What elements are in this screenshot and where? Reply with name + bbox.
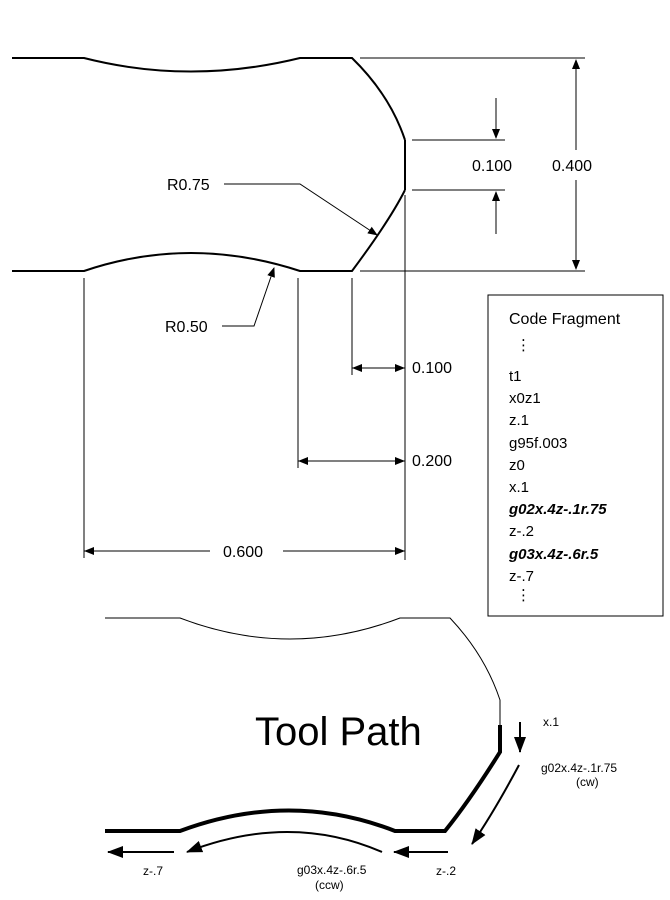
leader-r075: R0.75 [167,177,378,236]
part-bottom-contour [12,189,406,272]
code-line: z-.2 [509,523,534,540]
r075-label: R0.75 [167,177,210,194]
code-ellipsis-bottom: ⋮ [516,587,531,604]
dim-0200-label: 0.200 [412,453,452,470]
code-line: g02x.4z-.1r.75 [508,501,607,518]
r050-label: R0.50 [165,319,208,336]
code-line: z0 [509,457,525,474]
arrow-g02 [471,764,520,845]
label-x1: x.1 [543,715,559,729]
dim-0100-vertical: 0.100 [472,98,512,234]
label-cw: (cw) [576,775,599,789]
dim-0600-label: 0.600 [223,544,263,561]
dim-0100-horizontal-label: 0.100 [412,360,452,377]
leader-r050: R0.50 [165,267,275,336]
toolpath-part-outline [105,617,501,725]
label-ccw: (ccw) [315,878,344,892]
label-z2: z-.2 [436,864,456,878]
code-line: z.1 [509,412,529,429]
toolpath-line [105,725,502,833]
tool-path-title: Tool Path [255,710,422,754]
arrow-g03 [186,831,383,853]
code-fragment-title: Code Fragment [509,311,621,328]
code-line: g03x.4z-.6r.5 [508,546,599,563]
code-line: t1 [509,368,522,385]
part-top-contour [12,57,406,141]
code-lines: t1 x0z1 z.1 g95f.003 z0 x.1 g02x.4z-.1r.75 z-.2… [508,368,607,585]
code-fragment-box: Code Fragment ⋮ t1 x0z1 z.1 g95f.003 z0 x.1 g0… [487,294,664,617]
extension-lines [83,57,585,560]
code-line: g95f.003 [509,435,567,452]
tool-path-diagram: Tool Path x.1 g02x.4z-.1r.75 (cw) z-.2 g… [105,617,617,892]
dim-0100-horizontal: 0.100 [352,360,452,377]
dim-0600: 0.600 [84,544,405,561]
label-z7: z-.7 [143,864,163,878]
dim-0100-vertical-label: 0.100 [472,158,512,175]
dim-0200: 0.200 [298,453,452,470]
label-g02: g02x.4z-.1r.75 [541,761,617,775]
code-ellipsis-top: ⋮ [516,337,531,354]
dim-0400: 0.400 [552,59,592,270]
label-g03: g03x.4z-.6r.5 [297,863,367,877]
code-line: x.1 [509,479,529,496]
dim-0400-label: 0.400 [552,158,592,175]
code-line: x0z1 [509,390,541,407]
code-line: z-.7 [509,568,534,585]
part-profile [12,57,406,272]
